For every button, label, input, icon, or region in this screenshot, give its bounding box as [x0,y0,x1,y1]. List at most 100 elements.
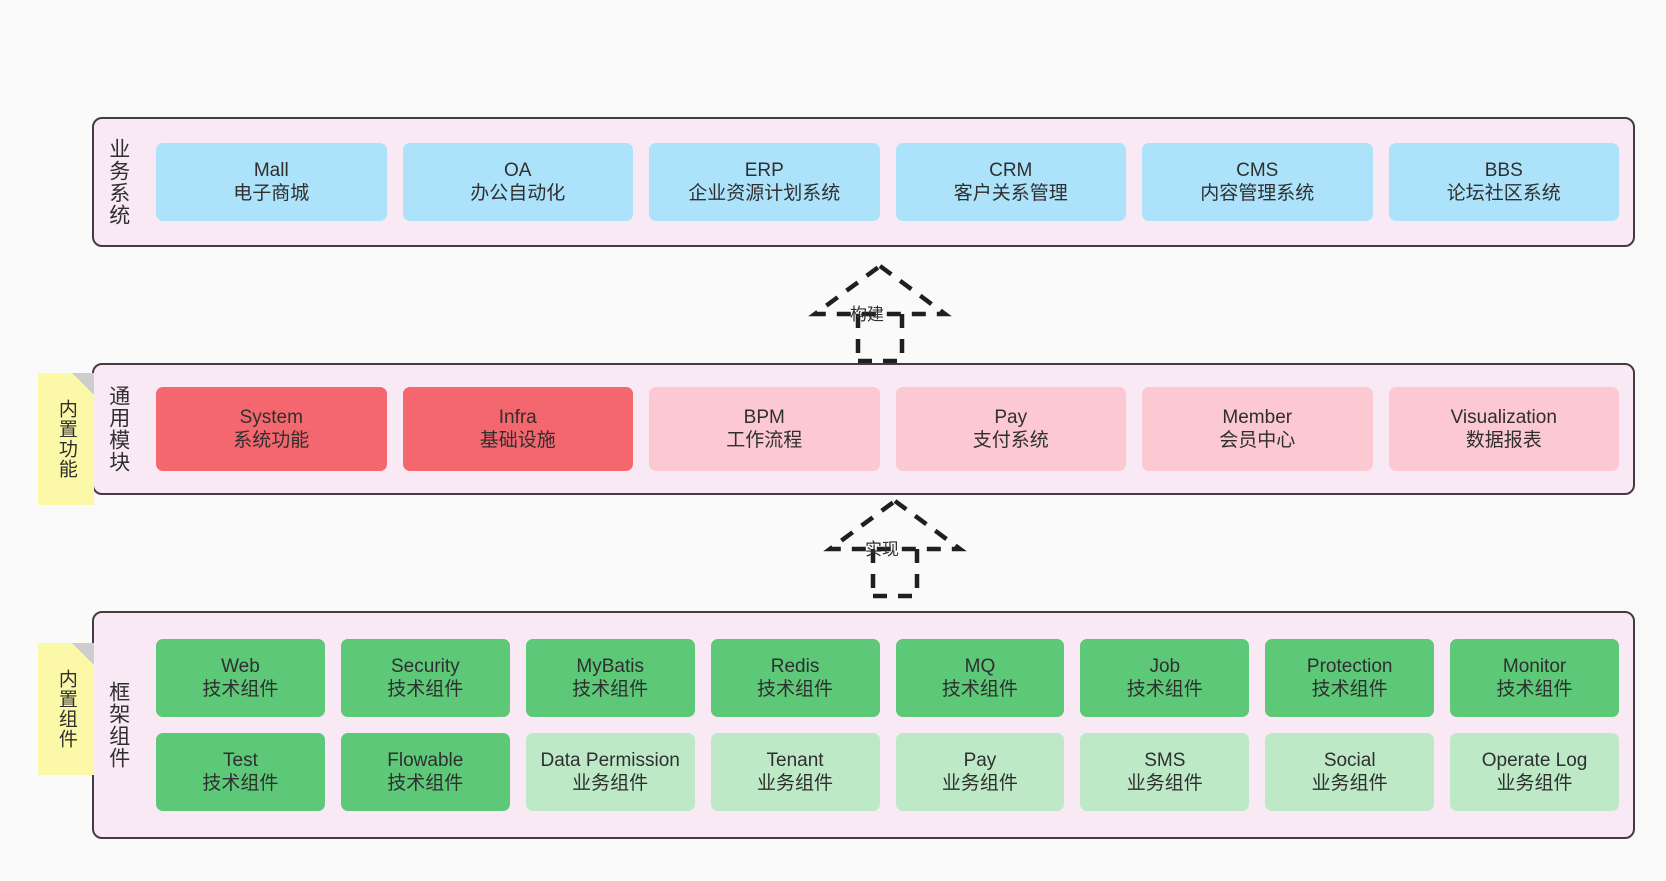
note-fold-corner-icon [72,643,94,665]
box-mybatis[interactable]: MyBatis 技术组件 [525,639,695,717]
box-mall[interactable]: Mall 电子商城 [156,143,387,221]
layer-common-modules-body: System 系统功能 Infra 基础设施 BPM 工作流程 Pay 支付系统… [142,365,1633,493]
box-subtitle: 支付系统 [972,430,1049,451]
connector-implement: 实现 [815,497,975,599]
box-subtitle: 技术组件 [387,679,464,700]
box-title: Web [221,655,260,677]
box-title: Member [1222,406,1293,428]
layer-common-modules: 通用模块 System 系统功能 Infra 基础设施 BPM 工作流程 Pay… [92,363,1635,495]
box-cms[interactable]: CMS 内容管理系统 [1142,143,1373,221]
box-row: Mall 电子商城 OA 办公自动化 ERP 企业资源计划系统 CRM 客户关系… [156,143,1619,221]
box-title: Pay [994,406,1028,428]
layer-framework-components: 框架组件 Web 技术组件 Security 技术组件 MyBatis 技术组件… [92,611,1635,839]
layer-framework-components-body: Web 技术组件 Security 技术组件 MyBatis 技术组件 Redi… [142,613,1633,837]
box-subtitle: 技术组件 [202,773,279,794]
box-subtitle: 技术组件 [572,679,649,700]
layer-framework-components-label: 框架组件 [106,681,130,769]
box-title: Visualization [1450,406,1557,428]
box-row: System 系统功能 Infra 基础设施 BPM 工作流程 Pay 支付系统… [156,387,1619,471]
box-subtitle: 业务组件 [1496,773,1573,794]
box-title: Job [1149,655,1181,677]
box-title: SMS [1144,749,1186,771]
connector-implement-label: 实现 [865,540,899,559]
note-builtin-features-label: 内置功能 [55,399,77,479]
box-infra[interactable]: Infra 基础设施 [402,387,633,471]
box-test[interactable]: Test 技术组件 [156,733,325,811]
box-protection[interactable]: Protection 技术组件 [1265,639,1435,717]
box-row: Web 技术组件 Security 技术组件 MyBatis 技术组件 Redi… [156,639,1619,717]
box-subtitle: 技术组件 [757,679,834,700]
box-title: Security [390,655,460,677]
box-subtitle: 技术组件 [202,679,279,700]
box-subtitle: 业务组件 [757,773,834,794]
box-mq[interactable]: MQ 技术组件 [895,639,1065,717]
box-data-permission[interactable]: Data Permission 业务组件 [525,733,695,811]
box-title: MyBatis [576,655,644,677]
box-subtitle: 业务组件 [1126,773,1203,794]
box-sms[interactable]: SMS 业务组件 [1080,733,1250,811]
box-subtitle: 技术组件 [1126,679,1203,700]
box-member[interactable]: Member 会员中心 [1142,387,1373,471]
box-monitor[interactable]: Monitor 技术组件 [1450,639,1619,717]
box-operate-log[interactable]: Operate Log 业务组件 [1450,733,1619,811]
box-bpm[interactable]: BPM 工作流程 [649,387,880,471]
box-system[interactable]: System 系统功能 [156,387,387,471]
note-fold-corner-icon [72,373,94,395]
box-subtitle: 电子商城 [233,183,310,204]
box-title: Operate Log [1481,749,1588,771]
box-title: Test [223,749,258,771]
connector-build: 构建 [800,262,960,364]
box-subtitle: 业务组件 [1311,773,1388,794]
box-bbs[interactable]: BBS 论坛社区系统 [1388,143,1619,221]
note-builtin-components: 内置组件 [38,643,94,775]
box-title: BBS [1484,159,1523,181]
box-job[interactable]: Job 技术组件 [1080,639,1250,717]
box-title: CRM [989,159,1033,181]
box-subtitle: 技术组件 [387,773,464,794]
box-subtitle: 数据报表 [1465,430,1542,451]
box-title: OA [504,159,532,181]
box-title: Social [1323,749,1376,771]
box-title: Data Permission [540,749,680,771]
box-subtitle: 论坛社区系统 [1446,183,1561,204]
box-title: Flowable [387,749,464,771]
layer-business-systems-body: Mall 电子商城 OA 办公自动化 ERP 企业资源计划系统 CRM 客户关系… [142,119,1633,245]
box-subtitle: 办公自动化 [470,183,566,204]
box-security[interactable]: Security 技术组件 [340,639,510,717]
layer-common-modules-label: 通用模块 [106,385,130,473]
box-title: Tenant [766,749,824,771]
box-erp[interactable]: ERP 企业资源计划系统 [649,143,880,221]
box-subtitle: 客户关系管理 [953,183,1068,204]
box-subtitle: 基础设施 [479,430,556,451]
box-title: Protection [1306,655,1393,677]
box-web[interactable]: Web 技术组件 [156,639,325,717]
box-title: Pay [963,749,997,771]
box-oa[interactable]: OA 办公自动化 [402,143,633,221]
box-crm[interactable]: CRM 客户关系管理 [895,143,1126,221]
box-title: Redis [770,655,820,677]
box-title: BPM [743,406,785,428]
box-row: Test 技术组件 Flowable 技术组件 Data Permission … [156,733,1619,811]
box-subtitle: 会员中心 [1219,430,1296,451]
box-visualization[interactable]: Visualization 数据报表 [1388,387,1619,471]
note-builtin-components-label: 内置组件 [55,669,77,749]
box-subtitle: 业务组件 [572,773,649,794]
box-pay-module[interactable]: Pay 支付系统 [895,387,1126,471]
layer-business-systems-label: 业务系统 [106,138,130,226]
box-subtitle: 工作流程 [726,430,803,451]
box-title: CMS [1236,159,1279,181]
box-tenant[interactable]: Tenant 业务组件 [710,733,880,811]
box-redis[interactable]: Redis 技术组件 [710,639,880,717]
box-pay-component[interactable]: Pay 业务组件 [895,733,1065,811]
box-title: Mall [253,159,289,181]
box-title: MQ [964,655,996,677]
box-subtitle: 技术组件 [1311,679,1388,700]
box-subtitle: 业务组件 [941,773,1018,794]
box-social[interactable]: Social 业务组件 [1265,733,1435,811]
connector-build-label: 构建 [850,305,884,324]
box-flowable[interactable]: Flowable 技术组件 [340,733,510,811]
note-builtin-features: 内置功能 [38,373,94,505]
box-subtitle: 技术组件 [941,679,1018,700]
box-title: ERP [744,159,784,181]
